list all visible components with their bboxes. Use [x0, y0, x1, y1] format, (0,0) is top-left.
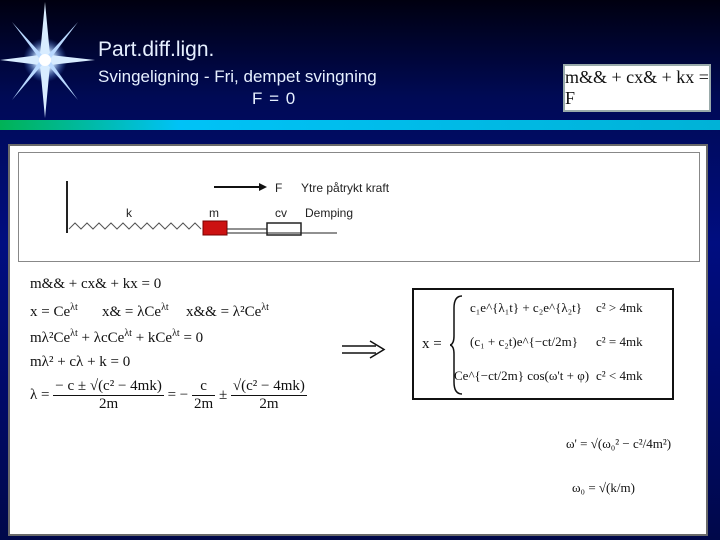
case-2-condition: c² = 4mk — [596, 334, 643, 349]
subtitle-line-2: F = 0 — [252, 89, 297, 108]
mass-block-icon — [202, 220, 228, 236]
damper-label: cv — [275, 206, 287, 220]
lambda-num-3: √(c² − 4mk) — [230, 378, 307, 396]
omega-zero-definition: ω₀ = √(k/m) — [572, 480, 635, 495]
eq3-exp3: λt — [172, 328, 180, 339]
lambda-den-3: 2m — [259, 396, 279, 412]
left-brace-icon — [450, 295, 463, 395]
force-arrowhead-icon — [259, 183, 267, 191]
equation-2c: x&& = λ²Ceλt — [186, 302, 269, 321]
equation-2a: x = Ceλt — [30, 302, 78, 321]
content-panel: k m F Ytre påtrykt kraft cv Demping m&& … — [8, 144, 708, 536]
lambda-den-2: 2m — [194, 396, 214, 412]
eq3-part1: mλ²Ce — [30, 330, 71, 346]
page-title: Part.diff.lign. — [98, 38, 215, 61]
damper-description: Demping — [305, 206, 354, 220]
header-equation: m&& + cx& + kx = F — [565, 67, 709, 108]
eq3-part4: = 0 — [179, 330, 204, 346]
derivation-area: m&& + cx& + kx = 0 x = Ceλt x& = λCeλt x… — [10, 270, 706, 530]
starburst-logo-icon — [0, 2, 95, 118]
header-divider — [0, 120, 720, 130]
diagram-drawing — [66, 181, 337, 236]
lambda-num-2: c — [192, 378, 216, 396]
equation-2b: x& = λCeλt — [102, 302, 169, 321]
eq2c-base: x&& = λ²Ce — [186, 304, 262, 320]
damper-icon — [266, 222, 302, 236]
spring-mass-diagram: k m F Ytre påtrykt kraft cv Demping — [18, 152, 700, 262]
implies-arrow-icon — [342, 340, 386, 359]
equation-3: mλ²Ceλt + λcCeλt + kCeλt = 0 — [30, 328, 203, 347]
subtitle-line-1: Svingeligning - Fri, dempet svingning — [98, 67, 377, 86]
eq3-exp1: λt — [70, 328, 78, 339]
case-3-condition: c² < 4mk — [596, 368, 643, 383]
solution-box: x = c₁e^{λ₁t} + c₂e^{λ₂t} c² > 4mk (c₁ +… — [412, 288, 674, 400]
lambda-mid: = − — [167, 386, 189, 403]
header-equation-box: m&& + cx& + kx = F — [563, 64, 711, 112]
equation-1: m&& + cx& + kx = 0 — [30, 276, 162, 292]
spring-label: k — [126, 206, 132, 220]
force-label: F — [275, 181, 283, 195]
case-2-expression: (c₁ + c₂t)e^{−ct/2m} — [470, 334, 578, 349]
lambda-frac-3: √(c² − 4mk)2m — [230, 378, 307, 413]
mass-label: m — [209, 206, 219, 220]
eq2a-exp: λt — [70, 302, 78, 313]
omega-prime-definition: ω' = √(ω₀² − c²/4m²) — [566, 436, 672, 451]
lambda-den-1: 2m — [98, 396, 119, 412]
eq2c-exp: λt — [261, 302, 269, 313]
lambda-lhs: λ = — [30, 386, 50, 403]
eq3-exp2: λt — [124, 328, 132, 339]
eq3-part3: + kCe — [131, 330, 173, 346]
case-1-expression: c₁e^{λ₁t} + c₂e^{λ₂t} — [470, 300, 583, 315]
lambda-frac-1: − c ± √(c² − 4mk)2m — [53, 378, 164, 413]
eq2b-exp: λt — [161, 302, 169, 313]
lambda-num-1: − c ± √(c² − 4mk) — [53, 378, 164, 396]
eq2a-base: x = Ce — [30, 304, 71, 320]
eq2b-base: x& = λCe — [102, 304, 162, 320]
eq3-part2: + λcCe — [77, 330, 125, 346]
equation-4: mλ² + cλ + k = 0 — [30, 354, 131, 370]
case-3-expression: Ce^{−ct/2m} cos(ω't + φ) — [454, 368, 590, 383]
spring-icon — [68, 222, 202, 230]
solution-lhs: x = — [422, 336, 442, 352]
lambda-pm: ± — [218, 386, 228, 403]
case-1-condition: c² > 4mk — [596, 300, 643, 315]
force-description: Ytre påtrykt kraft — [301, 181, 390, 195]
